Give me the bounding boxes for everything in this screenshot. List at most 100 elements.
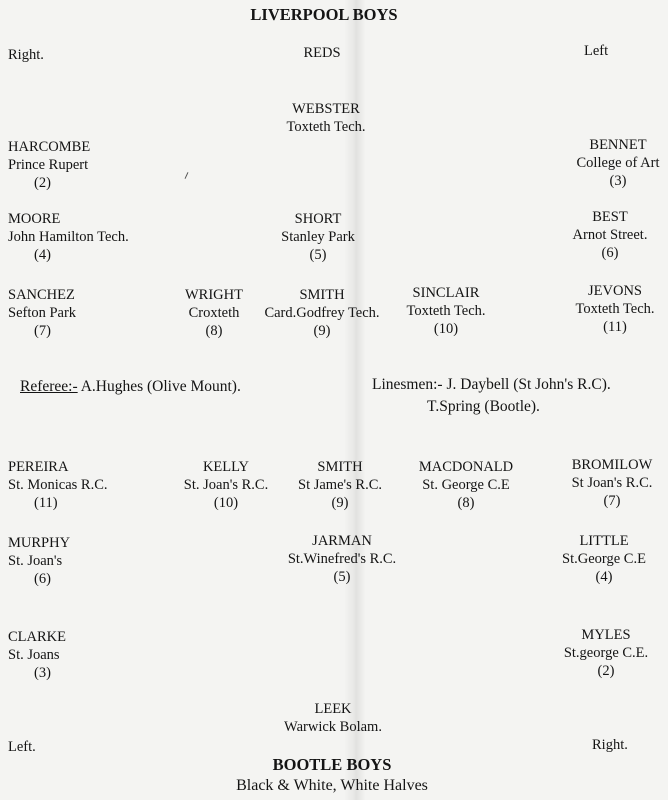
player-number: (7): [603, 493, 621, 509]
player-school: St. Joan's R.C.: [183, 477, 269, 493]
player-school: Prince Rupert: [8, 157, 89, 173]
player-school: Warwick Bolam.: [284, 719, 382, 735]
player-school: Sefton Park: [8, 305, 77, 321]
player-name: SINCLAIR: [412, 285, 480, 301]
player-kelly: KELLY St. Joan's R.C. (10): [184, 458, 268, 512]
player-webster: WEBSTER Toxteth Tech.: [286, 100, 365, 136]
player-name: MACDONALD: [418, 459, 514, 475]
top-side-left: Left: [584, 43, 609, 59]
player-name: LEEK: [314, 701, 352, 717]
player-name: BEST: [592, 209, 628, 225]
referee-label: Referee:-: [20, 378, 78, 395]
linesmen-line: Linesmen:- J. Daybell (St John's R.C).: [372, 376, 611, 394]
player-number: (6): [34, 571, 51, 587]
paper-fold: [344, 0, 366, 800]
player-school: Card.Godfrey Tech.: [264, 305, 380, 321]
player-jarman: JARMAN St.Winefred's R.C. (5): [288, 532, 396, 586]
player-sinclair: SINCLAIR Toxteth Tech. (10): [406, 284, 485, 338]
top-team-colour: REDS: [303, 45, 341, 61]
player-clarke: CLARKE St. Joans (3): [8, 628, 66, 682]
bottom-team-colours: Black & White, White Halves: [236, 777, 428, 794]
player-macdonald: MACDONALD St. George C.E (8): [419, 458, 513, 512]
player-school: St. Joan's: [8, 553, 63, 569]
player-best: BEST Arnot Street. (6): [573, 208, 648, 262]
linesman-1: J. Daybell (St John's R.C).: [446, 376, 611, 393]
player-harcombe: HARCOMBE Prince Rupert (2): [8, 138, 90, 192]
player-number: (2): [597, 663, 615, 679]
player-murphy: MURPHY St. Joan's (6): [8, 534, 70, 588]
player-number: (3): [609, 173, 627, 189]
player-pereira: PEREIRA St. Monicas R.C. (11): [8, 458, 108, 512]
player-school: St.George C.E: [562, 551, 646, 567]
player-number: (11): [603, 319, 627, 335]
player-school: Arnot Street.: [572, 227, 648, 243]
player-moore: MOORE John Hamilton Tech. (4): [8, 210, 129, 264]
player-school: St. Monicas R.C.: [8, 477, 108, 493]
top-team-title: LIVERPOOL BOYS: [250, 5, 398, 24]
linesman-2: T.Spring (Bootle).: [427, 398, 540, 415]
bottom-team-title: BOOTLE BOYS: [272, 755, 392, 774]
player-name: SANCHEZ: [8, 287, 75, 303]
bottom-side-right: Right.: [592, 737, 628, 753]
player-myles: MYLES St.george C.E. (2): [564, 626, 648, 680]
player-number: (10): [213, 495, 239, 511]
player-number: (8): [205, 323, 223, 339]
player-number: (9): [313, 323, 331, 339]
player-school: St.Winefred's R.C.: [287, 551, 397, 567]
player-name: SHORT: [294, 211, 342, 227]
player-number: (4): [595, 569, 613, 585]
pen-mark: [184, 172, 189, 179]
player-school: College of Art: [576, 155, 660, 171]
player-jevons: JEVONS Toxteth Tech. (11): [575, 282, 654, 336]
player-name: MOORE: [8, 211, 61, 227]
player-name: WRIGHT: [185, 287, 243, 303]
player-school: St.george C.E.: [563, 645, 649, 661]
player-name: JARMAN: [312, 533, 372, 549]
player-name: BENNET: [589, 137, 647, 153]
player-name: JEVONS: [588, 283, 642, 299]
player-bromilow: BROMILOW St Joan's R.C. (7): [572, 456, 653, 510]
referee-line: Referee:- A.Hughes (Olive Mount).: [20, 378, 241, 396]
player-school: St Jame's R.C.: [298, 477, 382, 493]
player-school: Stanley Park: [281, 229, 355, 245]
player-number: (5): [309, 247, 327, 263]
player-wright: WRIGHT Croxteth (8): [185, 286, 243, 340]
player-name: BROMILOW: [571, 457, 653, 473]
player-school: St. George C.E: [422, 477, 510, 493]
player-name: SMITH: [317, 459, 363, 475]
player-bennet: BENNET College of Art (3): [577, 136, 660, 190]
player-number: (4): [34, 247, 51, 263]
player-school: Toxteth Tech.: [286, 119, 366, 135]
player-number: (7): [34, 323, 51, 339]
player-smith-reds: SMITH Card.Godfrey Tech. (9): [264, 286, 379, 340]
player-name: CLARKE: [8, 629, 66, 645]
player-sanchez: SANCHEZ Sefton Park (7): [8, 286, 76, 340]
player-name: HARCOMBE: [8, 139, 91, 155]
player-number: (3): [34, 665, 51, 681]
player-number: (6): [601, 245, 619, 261]
player-number: (2): [34, 175, 51, 191]
player-name: MYLES: [581, 627, 631, 643]
player-number: (9): [331, 495, 349, 511]
player-school: St. Joans: [8, 647, 60, 663]
player-school: John Hamilton Tech.: [8, 229, 129, 245]
linesmen-label: Linesmen:-: [372, 376, 443, 393]
player-number: (5): [333, 569, 351, 585]
player-name: WEBSTER: [292, 101, 360, 117]
player-number: (11): [34, 495, 58, 511]
top-side-right: Right.: [8, 47, 44, 63]
player-school: Toxteth Tech.: [406, 303, 486, 319]
player-name: LITTLE: [579, 533, 629, 549]
player-number: (10): [433, 321, 459, 337]
referee-name: A.Hughes (Olive Mount).: [80, 378, 241, 395]
player-name: KELLY: [202, 459, 250, 475]
player-name: SMITH: [299, 287, 345, 303]
player-smith-bootle: SMITH St Jame's R.C. (9): [298, 458, 382, 512]
player-little: LITTLE St.George C.E (4): [562, 532, 646, 586]
player-name: PEREIRA: [8, 459, 69, 475]
player-school: St Joan's R.C.: [571, 475, 653, 491]
player-school: Croxteth: [188, 305, 240, 321]
bottom-side-left: Left.: [8, 739, 36, 755]
player-leek: LEEK Warwick Bolam.: [284, 700, 382, 736]
